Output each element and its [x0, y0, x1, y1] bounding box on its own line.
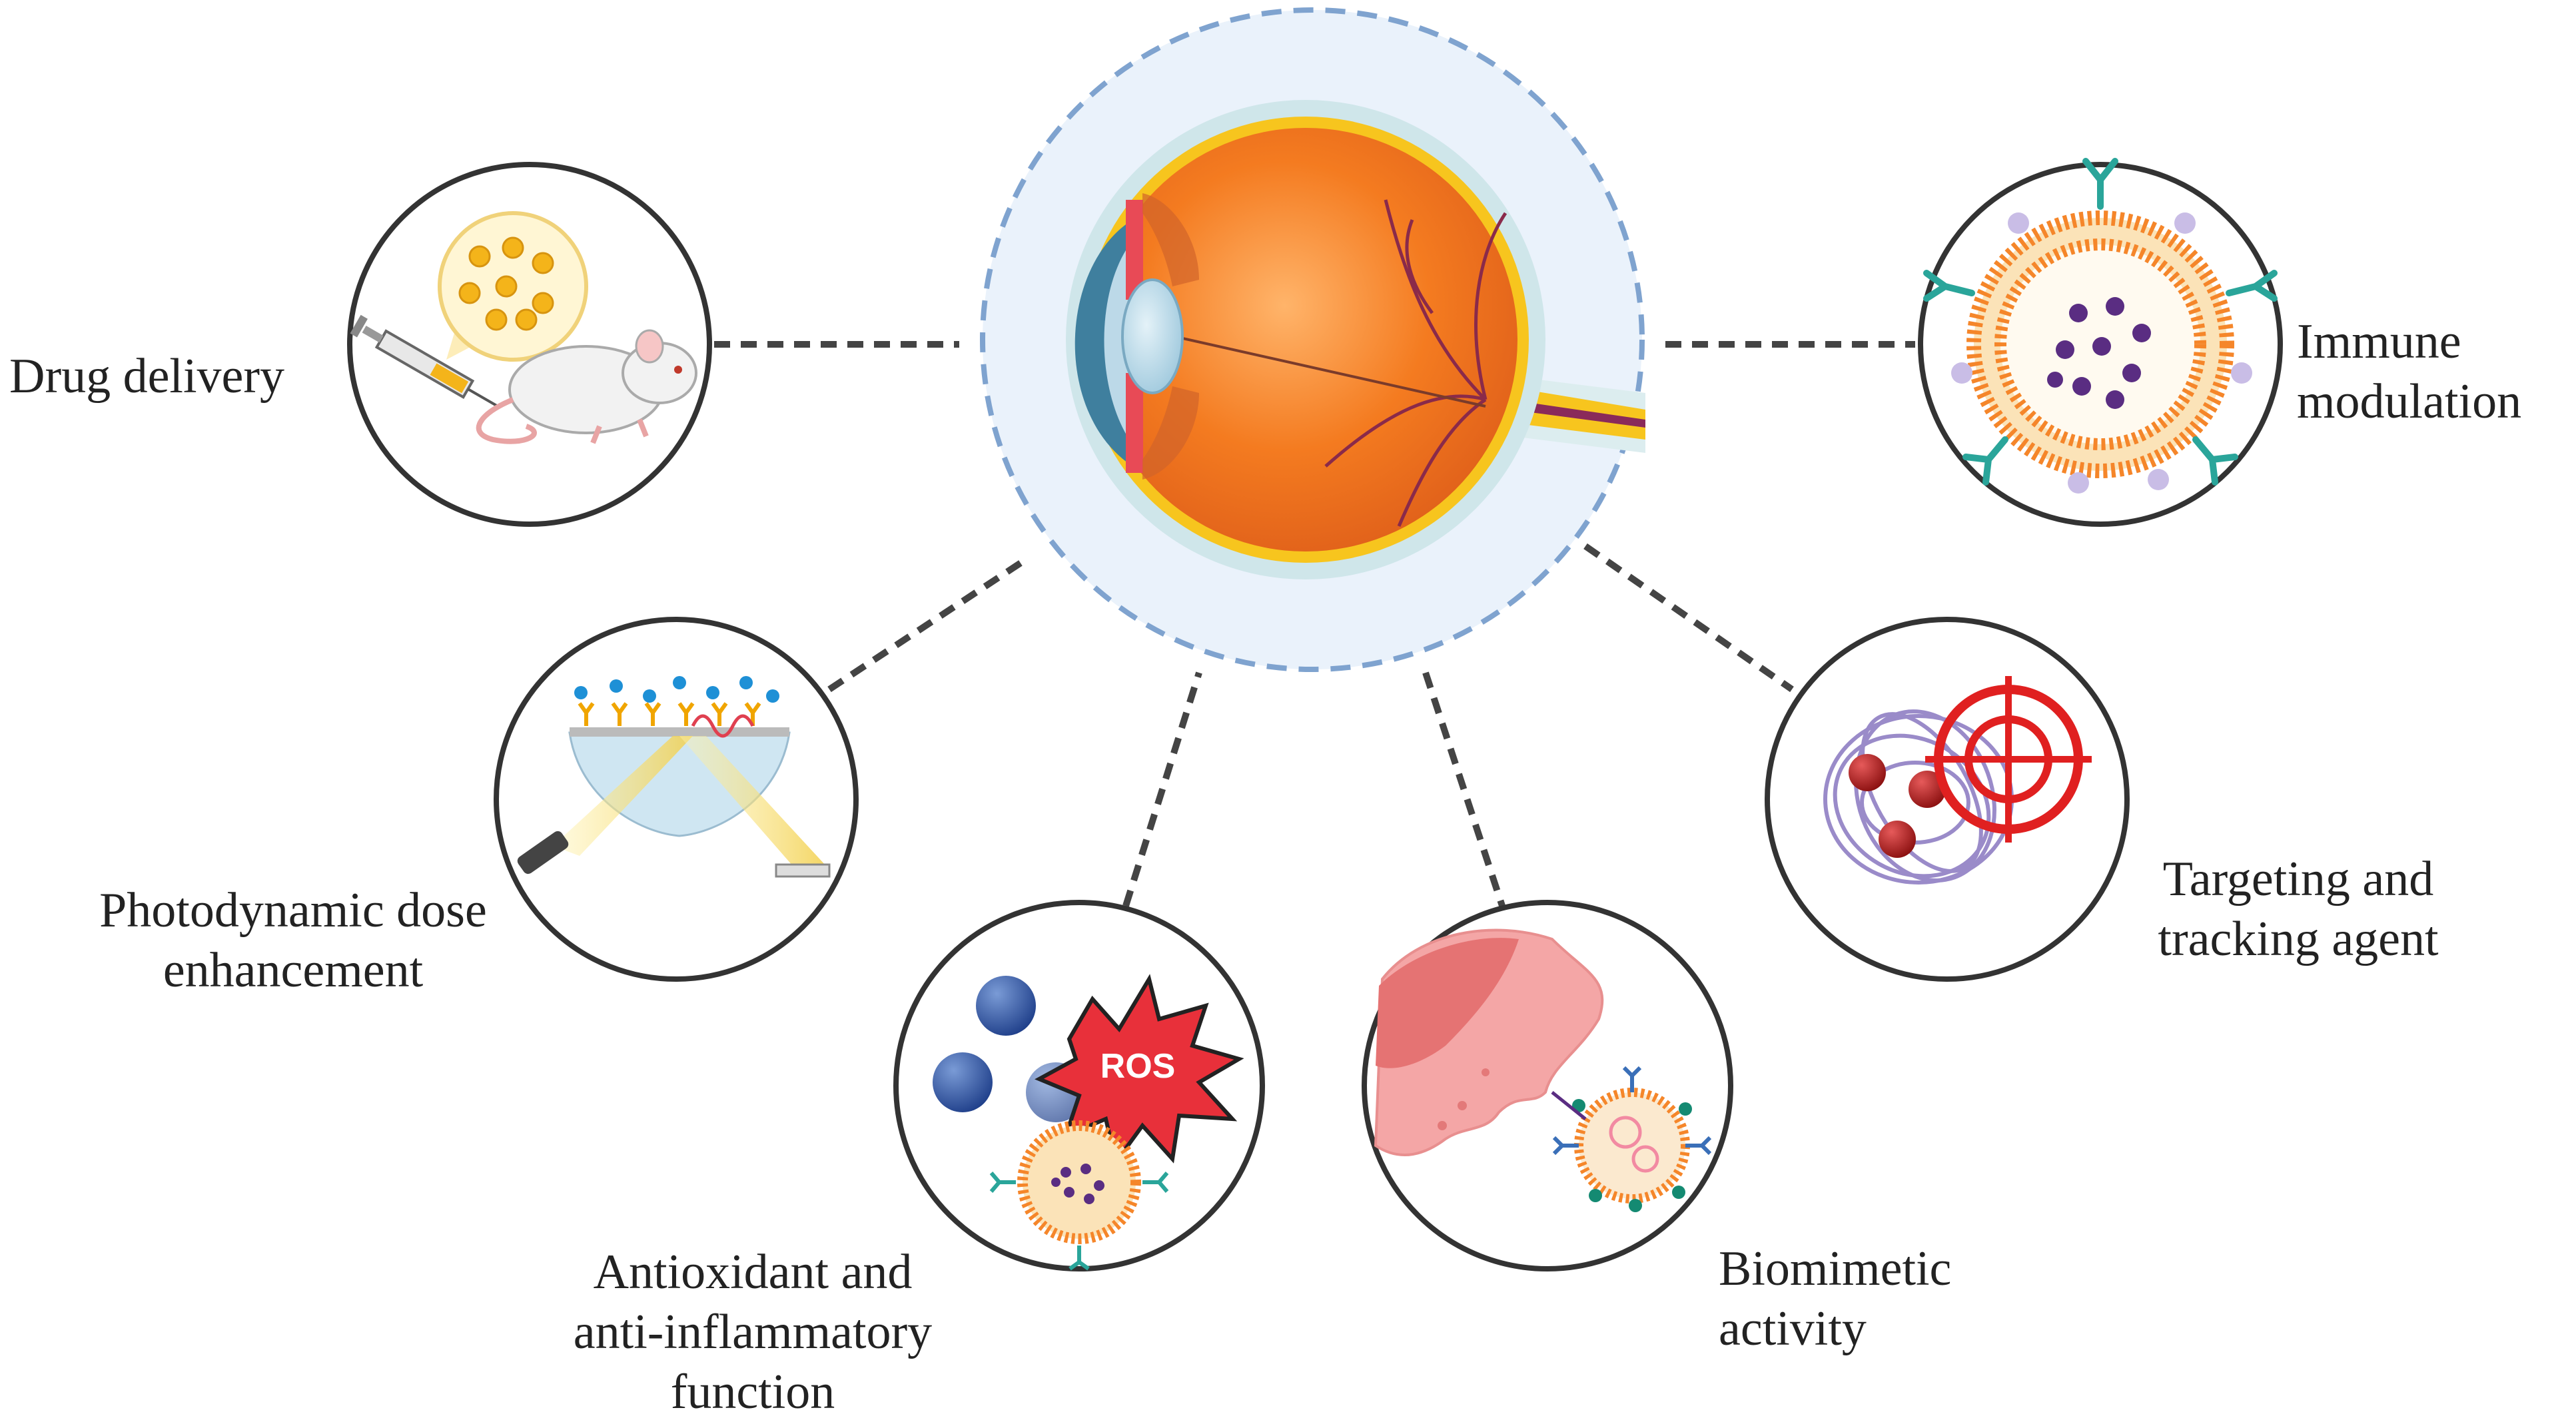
label-line: function: [670, 1365, 835, 1419]
nanoparticle: [1017, 1120, 1141, 1244]
crosshair: [1925, 676, 2092, 843]
label-line: Photodynamic dose: [99, 883, 487, 938]
label-antioxidant: Antioxidant and anti-inflammatory functi…: [546, 1242, 959, 1422]
connector-targeting: [1583, 543, 1794, 693]
antioxidant-icon: ROS: [893, 900, 1265, 1271]
lens: [1121, 278, 1184, 394]
antibodies: [1923, 158, 2278, 486]
targeting-icon: [1765, 617, 2130, 982]
label-targeting: Targeting and tracking agent: [2138, 849, 2458, 969]
connector-photodynamic: [827, 556, 1028, 693]
label-line: Biomimetic: [1719, 1242, 1952, 1296]
laser-beam: [553, 736, 693, 856]
immune-modulation-icon: [1918, 158, 2283, 527]
label-line: tracking agent: [2158, 912, 2439, 966]
label-line: Drug delivery: [9, 349, 285, 404]
connector-lines: [714, 341, 1915, 907]
connector-biomimetic: [1422, 671, 1505, 907]
prism: [568, 731, 791, 837]
label-line: activity: [1719, 1301, 1867, 1356]
drug-delivery-icon: [347, 162, 712, 527]
ros-burst: [1035, 974, 1244, 1168]
label-line: Targeting and: [2162, 852, 2434, 906]
label-line: Immune: [2297, 314, 2461, 369]
receptors: [1951, 212, 2252, 494]
blood-vessels: [1324, 199, 1507, 527]
label-photodynamic: Photodynamic dose enhancement: [80, 881, 506, 1000]
mouse: [476, 329, 697, 444]
reflected-beam: [679, 736, 826, 866]
label-line: enhancement: [163, 943, 424, 998]
connector-antioxidant: [1122, 671, 1202, 907]
label-line: anti-inflammatory: [573, 1305, 933, 1359]
label-biomimetic: Biomimetic activity: [1719, 1239, 1951, 1359]
cargo-stars: [2047, 297, 2151, 409]
label-immune-modulation: Immune modulation: [2292, 312, 2571, 432]
ros-molecule: [976, 976, 1036, 1036]
label-line: Antioxidant and: [593, 1245, 913, 1299]
target-molecules: [574, 676, 779, 703]
laser-pointer: [517, 831, 569, 875]
eye-illustration: [980, 7, 1645, 672]
detector: [775, 863, 831, 878]
retina: [1094, 128, 1517, 551]
biomimetic-icon: [1362, 900, 1733, 1271]
drug-particles: [458, 236, 554, 331]
label-line: modulation: [2297, 374, 2522, 429]
label-drug-delivery: Drug delivery: [9, 346, 284, 406]
ros-label: ROS: [1100, 1047, 1176, 1086]
sensor-chip: [570, 727, 789, 737]
photodynamic-icon: [494, 617, 859, 982]
target-ball: [1849, 754, 1886, 791]
surface-antibodies: [578, 702, 761, 726]
cell-nucleus: [1376, 938, 1519, 1068]
syringe: [350, 314, 498, 407]
